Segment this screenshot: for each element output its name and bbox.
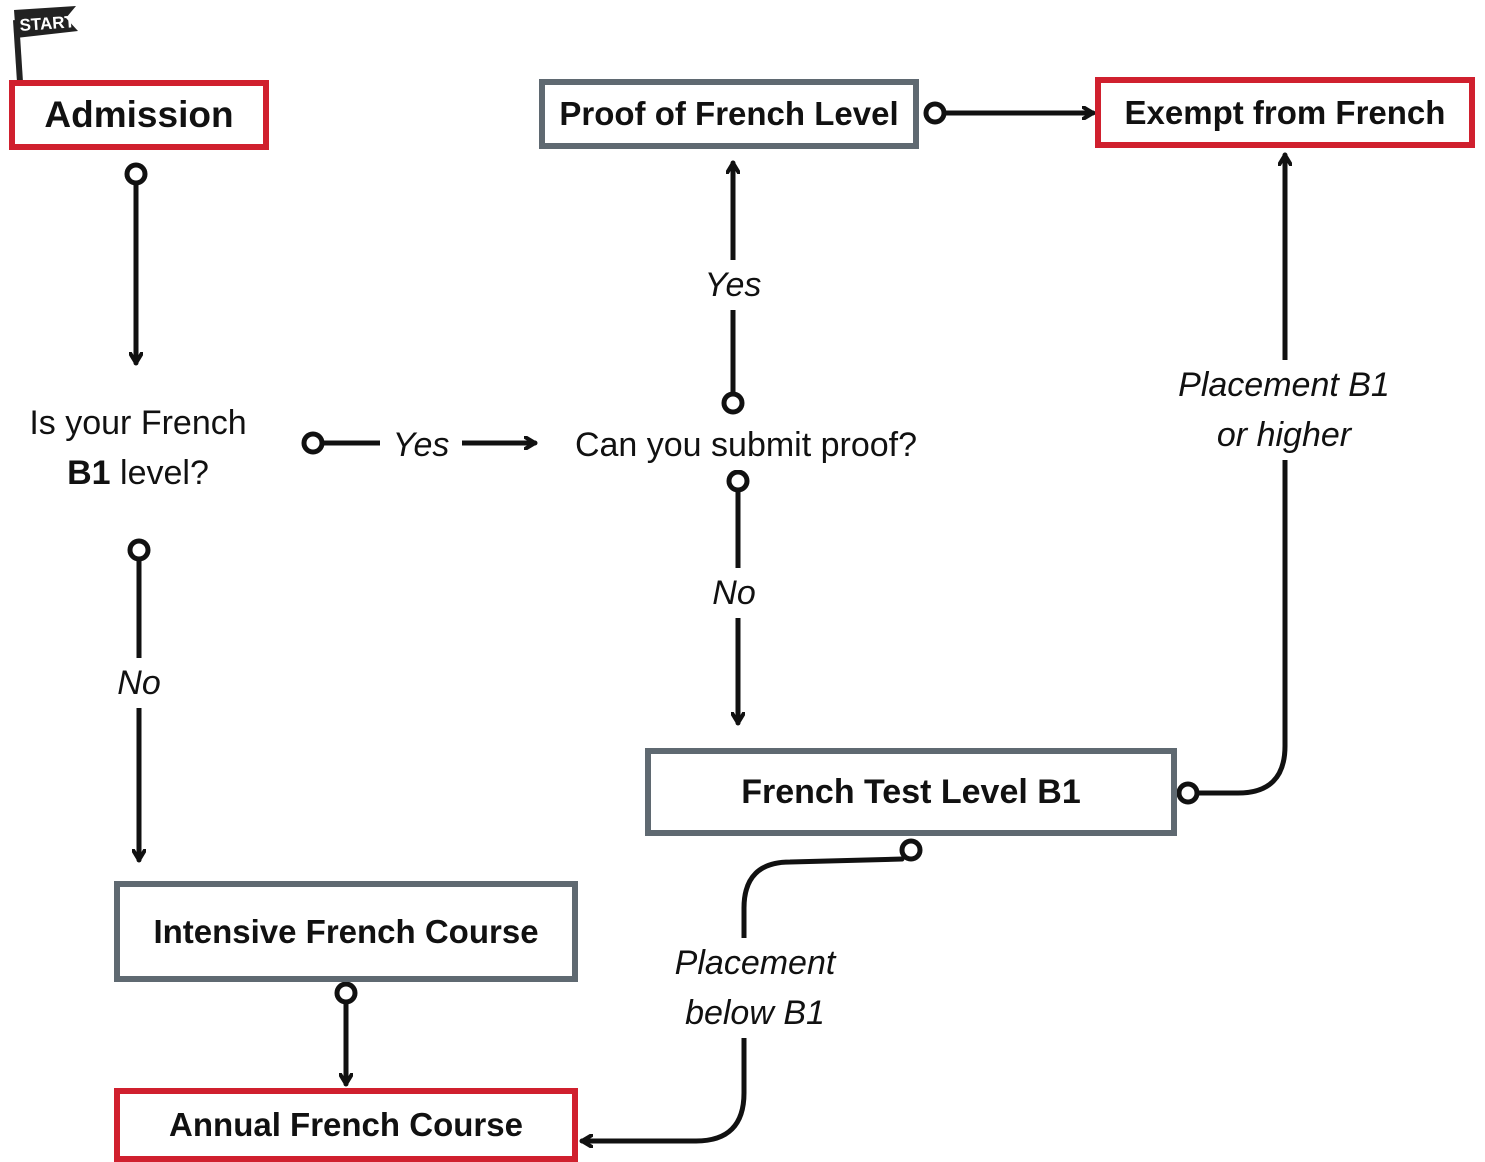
- edge-start-dot: [124, 162, 148, 186]
- intensive-course-box: Intensive French Course: [114, 881, 578, 982]
- edge-start-dot: [923, 101, 947, 125]
- question-b1-bold: B1: [67, 454, 111, 492]
- french-test-label: French Test Level B1: [741, 772, 1081, 811]
- question-french-level-line2: B1 level?: [10, 448, 266, 498]
- edge-label-q1-no: No: [100, 658, 178, 708]
- edge-test-to-exempt: [1194, 152, 1285, 796]
- edge-start-dot: [721, 391, 745, 415]
- edge-start-dot: [127, 538, 151, 562]
- placement-high-line2: or higher: [1216, 416, 1352, 454]
- admission-label: Admission: [44, 94, 234, 135]
- edge-start-dot: [1176, 781, 1200, 805]
- intensive-course-label: Intensive French Course: [153, 912, 539, 950]
- edge-start-dot: [726, 469, 750, 493]
- exempt-label: Exempt from French: [1124, 93, 1446, 131]
- question-french-level: Is your French B1 level?: [10, 398, 266, 498]
- edge-label-q2-no: No: [696, 568, 772, 618]
- proof-of-level-label: Proof of French Level: [559, 95, 899, 132]
- edge-label-placement-low: Placement below B1: [664, 938, 846, 1038]
- edge-start-dot: [899, 838, 923, 862]
- admission-box: Admission: [9, 80, 269, 150]
- edge-label-q1-yes: Yes: [380, 420, 462, 470]
- edge-start-dot: [334, 981, 358, 1005]
- question-level-text: level?: [110, 454, 209, 492]
- start-flag-label: START: [19, 12, 76, 35]
- edge-label-placement-high: Placement B1 or higher: [1168, 360, 1400, 460]
- question-submit-proof-text: Can you submit proof?: [574, 426, 918, 464]
- start-flag-icon: START: [13, 6, 78, 83]
- edge-label-q2-yes: Yes: [692, 260, 774, 310]
- annual-course-label: Annual French Course: [169, 1106, 523, 1143]
- placement-high-line1: Placement B1: [1178, 366, 1390, 404]
- annual-course-box: Annual French Course: [114, 1088, 578, 1162]
- edge-start-dot: [301, 431, 325, 455]
- placement-low-line1: Placement: [674, 944, 836, 982]
- proof-of-level-box: Proof of French Level: [539, 79, 919, 149]
- exempt-box: Exempt from French: [1095, 77, 1475, 148]
- placement-low-line2: below B1: [685, 994, 825, 1032]
- question-french-level-line1: Is your French: [29, 404, 247, 442]
- french-test-box: French Test Level B1: [645, 748, 1177, 836]
- question-submit-proof: Can you submit proof?: [560, 420, 932, 470]
